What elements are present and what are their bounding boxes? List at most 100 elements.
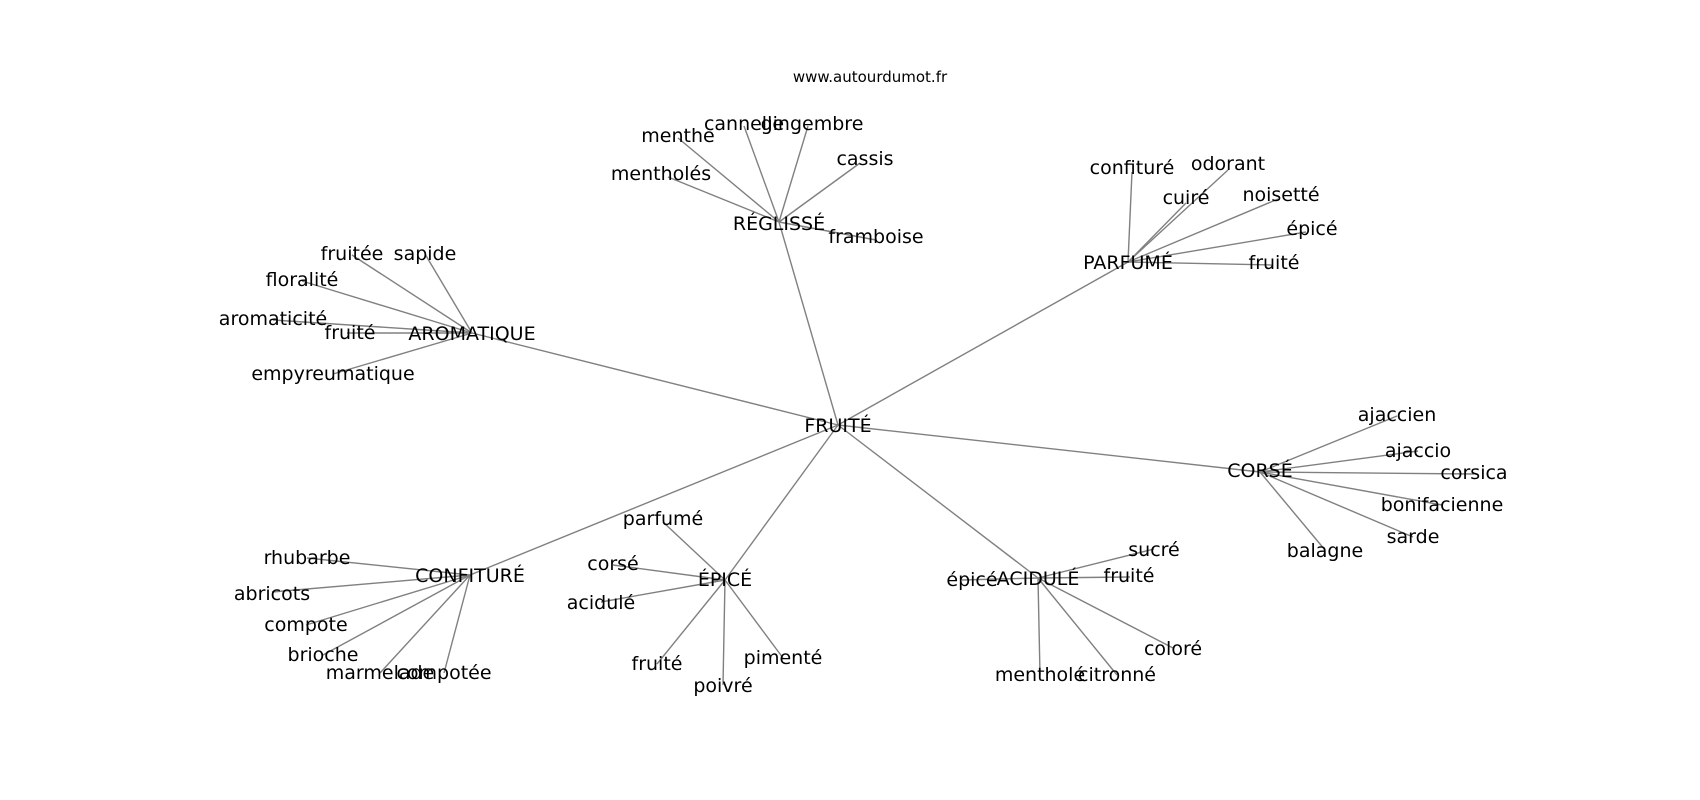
edge-confiture-marmelade xyxy=(379,574,471,674)
edge-acidule-epice xyxy=(961,577,1039,581)
edge-corse-ajaccien xyxy=(1259,415,1398,473)
edge-parfume-fruite xyxy=(1127,261,1273,266)
edge-aromatique-empyreumatique xyxy=(332,332,473,375)
edge-aromatique-floralite xyxy=(301,280,473,334)
edge-acidule-menthole xyxy=(1037,577,1041,676)
leaf-node-confiture-marmelade: marmelade xyxy=(326,662,435,684)
edge-reglisse-cannelle xyxy=(743,125,780,223)
leaf-node-epice-corse: corsé xyxy=(587,553,638,575)
leaf-node-epice-acidule: acidulé xyxy=(567,592,635,614)
leaf-node-reglisse-cannelle: cannelle xyxy=(704,113,784,135)
edge-center-corse xyxy=(837,424,1261,473)
leaf-node-parfume-confiture: confituré xyxy=(1090,157,1175,179)
edge-parfume-noisette xyxy=(1127,198,1279,263)
center-node-label: FRUITÉ xyxy=(804,414,871,437)
leaf-node-epice-poivre: poivré xyxy=(693,675,752,697)
leaf-node-aromatique-floralite: floralité xyxy=(266,269,339,291)
edge-corse-ajaccio xyxy=(1259,450,1419,473)
edge-reglisse-mentholes xyxy=(667,176,780,223)
edge-center-aromatique xyxy=(471,332,839,426)
leaf-node-confiture-compote: compote xyxy=(264,614,347,636)
leaf-node-parfume-odorant: odorant xyxy=(1191,153,1265,175)
cluster-node-parfume: PARFUMÉ xyxy=(1083,251,1173,274)
edge-acidule-fruite xyxy=(1037,576,1131,579)
leaf-node-epice-fruite: fruité xyxy=(632,653,683,675)
leaf-node-corse-sarde: sarde xyxy=(1387,526,1440,548)
leaf-node-aromatique-fruitee: fruitée xyxy=(321,243,384,265)
edge-parfume-epice xyxy=(1127,231,1307,263)
edge-reglisse-menthe xyxy=(677,137,780,223)
edge-confiture-compotee xyxy=(443,574,471,674)
edge-epice-acidule xyxy=(600,579,726,603)
cluster-node-epice: ÉPICÉ xyxy=(698,568,752,591)
leaf-node-reglisse-mentholes: mentholés xyxy=(611,163,711,185)
edge-epice-poivre xyxy=(722,579,726,686)
edge-center-confiture xyxy=(469,424,839,576)
edge-reglisse-framboise xyxy=(778,221,877,241)
leaf-node-epice-parfume: parfumé xyxy=(623,508,703,530)
cluster-node-corse: CORSÉ xyxy=(1227,459,1293,482)
leaf-node-aromatique-aromaticite: aromaticité xyxy=(219,308,327,330)
edge-epice-corse xyxy=(612,564,726,581)
edge-parfume-confiture xyxy=(1127,171,1133,263)
leaf-node-acidule-epice: épicé xyxy=(946,569,997,591)
leaf-node-confiture-rhubarbe: rhubarbe xyxy=(264,547,351,569)
edge-corse-corsica xyxy=(1259,471,1475,475)
leaf-node-corse-balagne: balagne xyxy=(1287,540,1363,562)
leaf-node-corse-corsica: corsica xyxy=(1440,462,1507,484)
edges-layer xyxy=(271,125,1475,686)
edge-corse-sarde xyxy=(1259,471,1414,538)
cluster-node-confiture: CONFITURÉ xyxy=(415,564,525,587)
leaf-node-parfume-epice: épicé xyxy=(1286,218,1337,240)
leaf-node-reglisse-framboise: framboise xyxy=(828,226,923,248)
edge-acidule-colore xyxy=(1037,577,1174,649)
edge-acidule-sucre xyxy=(1037,548,1155,579)
leaf-node-reglisse-gingembre: gingembre xyxy=(761,113,864,135)
leaf-node-parfume-noisette: noisetté xyxy=(1242,184,1319,206)
leaf-node-corse-ajaccien: ajaccien xyxy=(1358,404,1436,426)
leaf-node-aromatique-fruite: fruité xyxy=(325,322,376,344)
edge-confiture-compote xyxy=(305,574,471,626)
edge-aromatique-aromaticite xyxy=(272,319,473,334)
edge-parfume-odorant xyxy=(1127,169,1229,263)
leaf-node-corse-ajaccio: ajaccio xyxy=(1385,440,1451,462)
leaf-node-confiture-compotee: compotée xyxy=(396,662,491,684)
leaf-node-confiture-abricots: abricots xyxy=(234,583,310,605)
edge-confiture-abricots xyxy=(271,574,471,593)
source-label: www.autourdumot.fr xyxy=(793,68,948,86)
leaf-node-aromatique-empyreumatique: empyreumatique xyxy=(251,363,414,385)
leaf-node-parfume-cuire: cuiré xyxy=(1163,187,1210,209)
edge-aromatique-fruitee xyxy=(351,254,473,334)
leaf-node-corse-bonifacienne: bonifacienne xyxy=(1381,494,1504,516)
edge-center-acidule xyxy=(837,424,1039,579)
leaf-node-acidule-menthole: mentholé xyxy=(995,664,1085,686)
edge-epice-parfume xyxy=(662,521,726,581)
edge-reglisse-cassis xyxy=(778,162,861,223)
edge-center-reglisse xyxy=(778,221,839,426)
leaf-node-acidule-fruite: fruité xyxy=(1104,565,1155,587)
edge-confiture-rhubarbe xyxy=(306,557,471,576)
cluster-node-acidule: ACIDULÉ xyxy=(997,567,1080,590)
edge-corse-bonifacienne xyxy=(1259,471,1443,506)
leaf-node-acidule-colore: coloré xyxy=(1144,638,1202,660)
leaf-node-reglisse-menthe: menthe xyxy=(641,125,714,147)
leaf-node-parfume-fruite: fruité xyxy=(1249,252,1300,274)
edge-acidule-citronne xyxy=(1037,577,1118,676)
leaf-node-aromatique-sapide: sapide xyxy=(394,243,457,265)
cluster-node-reglisse: RÉGLISSÉ xyxy=(733,212,825,235)
cluster-node-aromatique: AROMATIQUE xyxy=(408,323,535,345)
leaf-node-confiture-brioche: brioche xyxy=(288,644,359,666)
leaf-node-epice-pimente: pimenté xyxy=(744,647,823,669)
edge-epice-fruite xyxy=(656,579,726,665)
edge-center-parfume xyxy=(837,261,1129,426)
edge-confiture-brioche xyxy=(322,574,471,656)
leaf-node-reglisse-cassis: cassis xyxy=(836,148,893,170)
edge-parfume-cuire xyxy=(1127,202,1187,263)
leaf-node-acidule-sucre: sucré xyxy=(1128,539,1179,561)
edge-corse-balagne xyxy=(1259,471,1326,551)
edge-epice-pimente xyxy=(724,579,784,659)
edge-reglisse-gingembre xyxy=(778,125,809,223)
edge-center-epice xyxy=(724,424,839,581)
